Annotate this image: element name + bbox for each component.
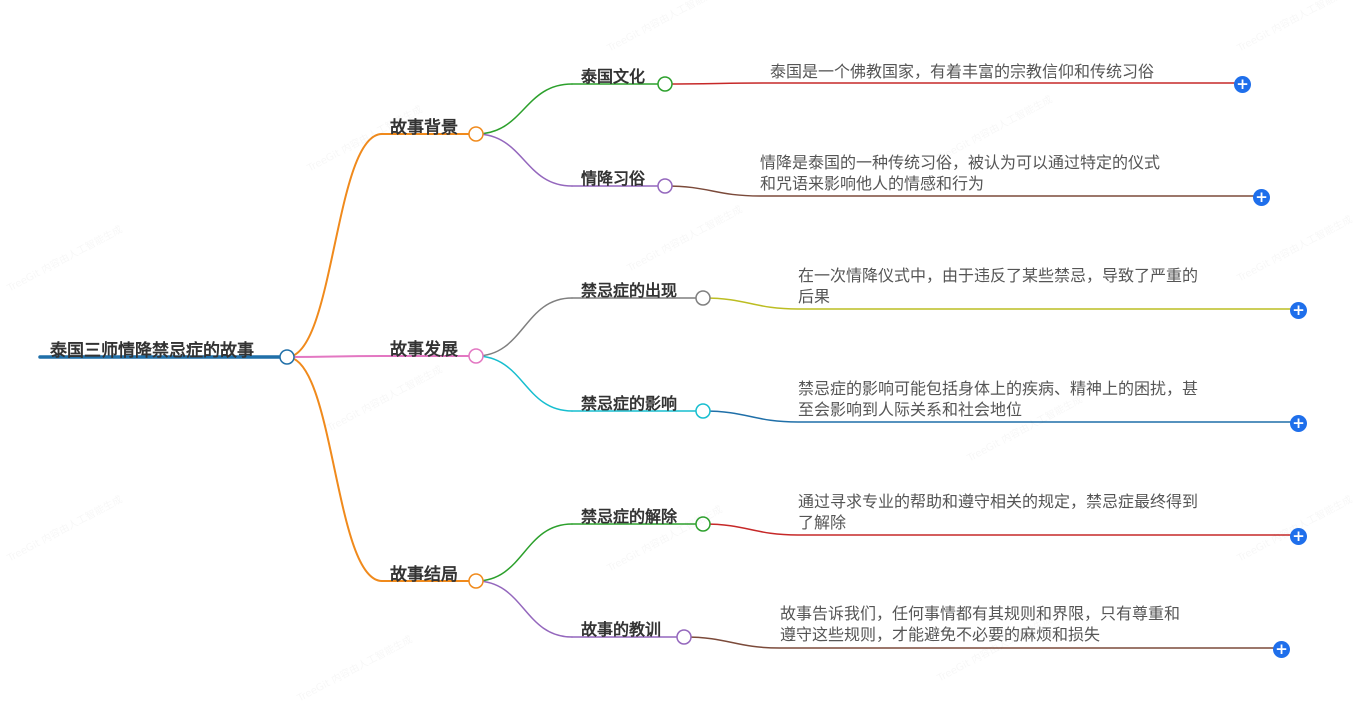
topic-collapse-knob[interactable] (676, 629, 692, 645)
topic-connector (475, 523, 573, 582)
plus-circle-icon[interactable]: + (1253, 189, 1270, 206)
topic-collapse-knob[interactable] (695, 516, 711, 532)
topic-node-label[interactable]: 禁忌症的影响 (581, 394, 678, 413)
detail-connector (702, 523, 1293, 536)
root-node-label[interactable]: 泰国三师情降禁忌症的故事 (50, 341, 254, 361)
topic-node-label[interactable]: 禁忌症的出现 (581, 281, 678, 300)
branch-collapse-knob[interactable] (468, 348, 484, 364)
branch-collapse-knob[interactable] (468, 573, 484, 589)
topic-collapse-knob[interactable] (695, 403, 711, 419)
detail-connector (664, 185, 1255, 197)
topic-collapse-knob[interactable] (695, 290, 711, 306)
root-collapse-knob[interactable] (279, 349, 295, 365)
detail-text[interactable]: 后果 (798, 287, 831, 306)
detail-text[interactable]: 遵守这些规则，才能避免不必要的麻烦和损失 (780, 625, 1101, 644)
detail-connector (683, 636, 1276, 649)
detail-text[interactable]: 情降是泰国的一种传统习俗，被认为可以通过特定的仪式 (760, 153, 1161, 172)
topic-collapse-knob[interactable] (657, 76, 673, 92)
detail-text[interactable]: 通过寻求专业的帮助和遵守相关的规定，禁忌症最终得到 (798, 492, 1199, 511)
detail-text[interactable]: 故事告诉我们，任何事情都有其规则和界限，只有尊重和 (780, 604, 1181, 623)
detail-text[interactable]: 了解除 (798, 513, 847, 532)
plus-circle-icon[interactable]: + (1234, 76, 1251, 93)
topic-node-label[interactable]: 禁忌症的解除 (581, 507, 678, 526)
plus-circle-icon[interactable]: + (1273, 641, 1290, 658)
branch-node-label[interactable]: 故事背景 (390, 118, 458, 138)
plus-circle-icon[interactable]: + (1290, 528, 1307, 545)
detail-text[interactable]: 在一次情降仪式中，由于违反了某些禁忌，导致了严重的 (798, 266, 1199, 285)
branch-connector (286, 355, 383, 358)
plus-circle-icon[interactable]: + (1290, 415, 1307, 432)
detail-connector (702, 297, 1293, 310)
branch-collapse-knob[interactable] (468, 126, 484, 142)
detail-text[interactable]: 禁忌症的影响可能包括身体上的疾病、精神上的困扰，甚 (798, 379, 1199, 398)
branch-connector (286, 356, 383, 582)
detail-text[interactable]: 至会影响到人际关系和社会地位 (798, 400, 1023, 419)
detail-connector (664, 82, 1237, 85)
topic-connector (475, 133, 573, 187)
branch-node-label[interactable]: 故事发展 (390, 340, 458, 360)
detail-text[interactable]: 泰国是一个佛教国家，有着丰富的宗教信仰和传统习俗 (770, 62, 1155, 81)
topic-connector (475, 580, 573, 638)
topic-connector (475, 297, 573, 357)
topic-node-label[interactable]: 泰国文化 (581, 67, 646, 86)
topic-connector (475, 355, 573, 412)
detail-text[interactable]: 和咒语来影响他人的情感和行为 (760, 174, 985, 193)
topic-connector (475, 83, 573, 135)
topic-node-label[interactable]: 故事的教训 (581, 620, 662, 639)
plus-circle-icon[interactable]: + (1290, 302, 1307, 319)
branch-connector (286, 133, 383, 358)
branch-node-label[interactable]: 故事结局 (390, 565, 458, 585)
topic-collapse-knob[interactable] (657, 178, 673, 194)
topic-node-label[interactable]: 情降习俗 (581, 169, 646, 188)
detail-connector (702, 410, 1293, 423)
mind-map-connectors (38, 76, 1293, 649)
